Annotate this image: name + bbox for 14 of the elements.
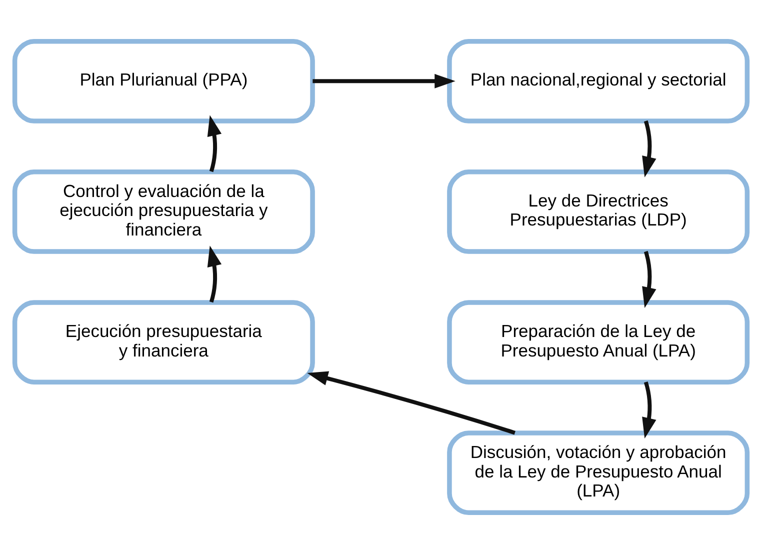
node-box: Plan Plurianual (PPA): [12, 38, 315, 123]
node-box: Control y evaluación de la ejecución presupuestaria y financiera: [12, 169, 315, 254]
arrow: [642, 250, 656, 308]
node-box: Ejecución presupuestaria y financiera: [12, 300, 315, 384]
arrow: [642, 381, 656, 438]
arrow: [307, 370, 516, 434]
arrow: [207, 114, 222, 172]
arrow: [642, 120, 656, 177]
arrow: [207, 245, 222, 302]
node-box: Discusión, votación y aprobación de la Ley de Presupuesto Anual (LPA): [447, 430, 750, 515]
node-box: Preparación de la Ley de Presupuesto Anual (LPA): [447, 300, 750, 384]
node-box: Plan nacional,regional y sectorial: [447, 38, 750, 123]
arrow: [312, 73, 456, 88]
node-box: Ley de Directrices Presupuestarias (LDP): [447, 169, 750, 254]
